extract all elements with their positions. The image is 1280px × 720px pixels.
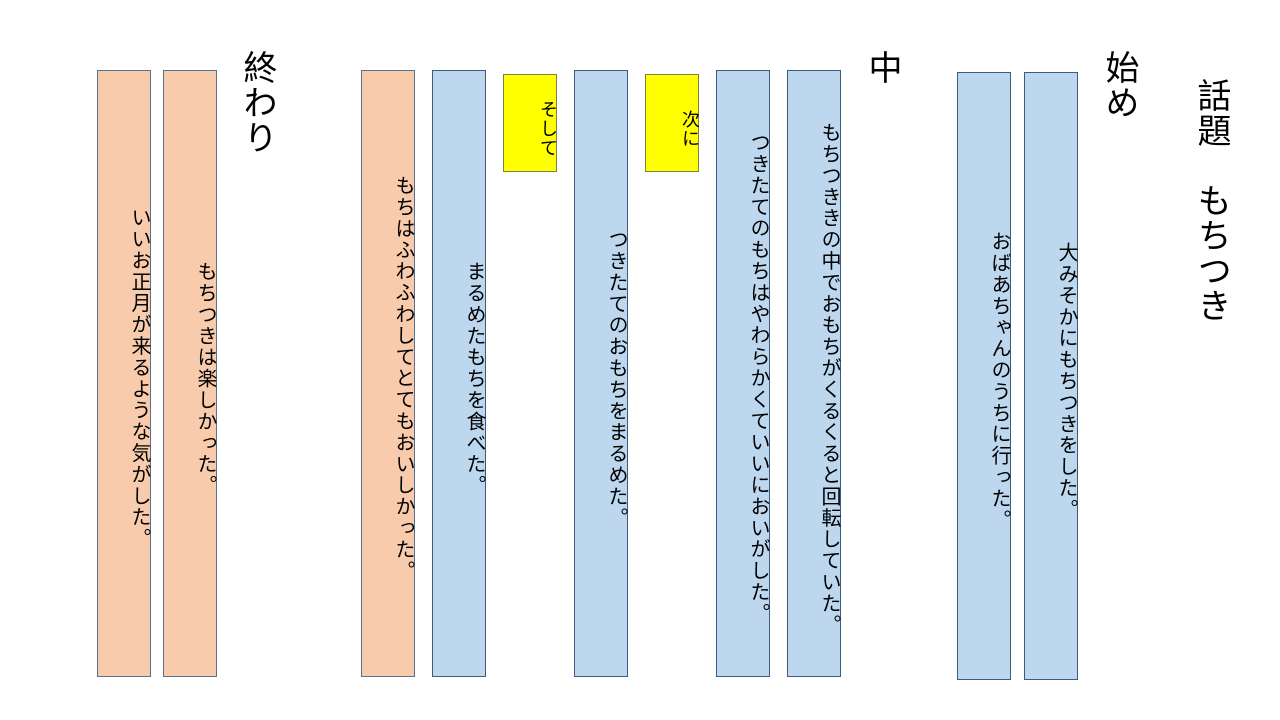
strip-middle-3: つきたてのおもちをまるめた。 bbox=[574, 70, 629, 677]
topic-title: もちつき bbox=[1191, 183, 1231, 323]
connector-soshite: そして bbox=[503, 74, 558, 172]
strip-beginning-1: 大みそかにもちつきをした。 bbox=[1024, 72, 1079, 680]
strip-middle-1: もちつききの中でおもちがくるくると回転していた。 bbox=[787, 70, 842, 677]
topic-heading: 話題 もちつき bbox=[1191, 78, 1231, 323]
section-heading-middle: 中 bbox=[862, 50, 902, 85]
section-heading-ending: 終わり bbox=[237, 50, 277, 155]
strip-middle-5: もちはふわふわしてとてもおいしかった。 bbox=[361, 70, 416, 677]
strip-beginning-2: おばあちゃんのうちに行った。 bbox=[957, 72, 1012, 680]
strip-middle-2: つきたてのもちはやわらかくていいにおいがした。 bbox=[716, 70, 771, 677]
topic-gap bbox=[1191, 148, 1231, 183]
section-heading-beginning: 始め bbox=[1099, 50, 1139, 120]
topic-label: 話題 bbox=[1191, 78, 1231, 148]
strip-ending-1: もちつきは楽しかった。 bbox=[163, 70, 218, 677]
strip-middle-4: まるめたもちを食べた。 bbox=[432, 70, 487, 677]
strip-ending-2: いいお正月が来るような気がした。 bbox=[97, 70, 152, 677]
connector-tsugini: 次に bbox=[645, 74, 700, 172]
